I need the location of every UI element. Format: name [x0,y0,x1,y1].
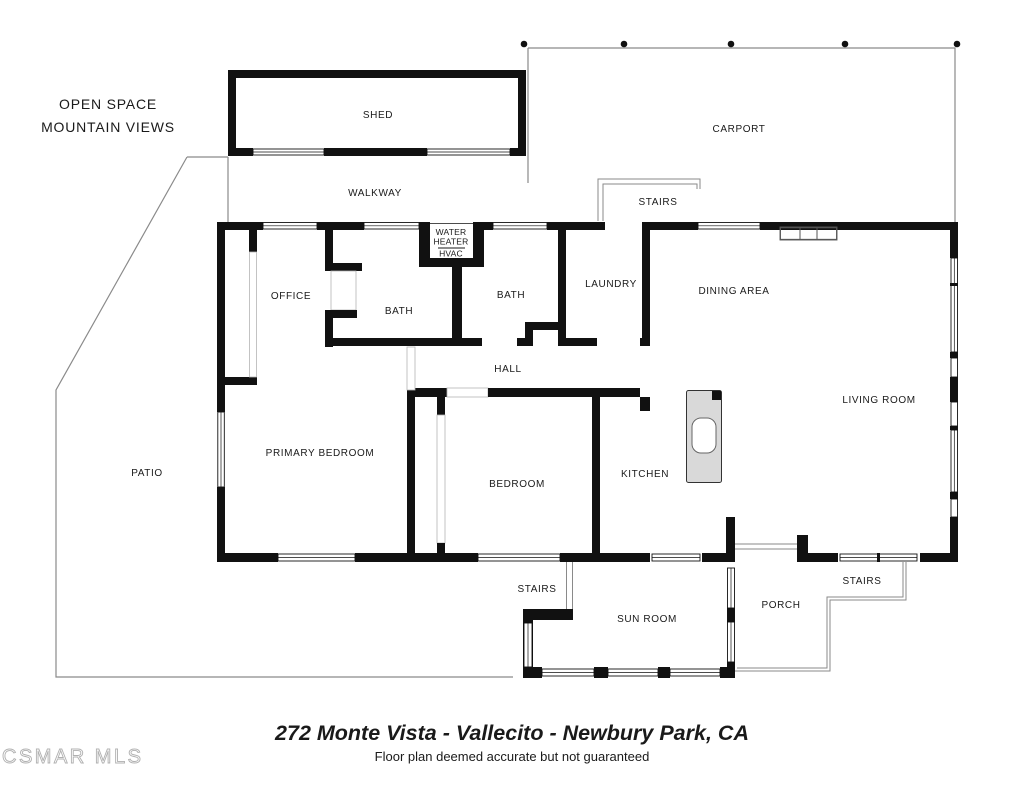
hall-cased-opening [446,387,489,398]
disclaimer-text: Floor plan deemed accurate but not guara… [375,749,650,764]
sun-room-walls [523,567,735,678]
carport-post [520,40,528,48]
window [950,401,958,427]
window [950,357,958,378]
room-label-stairs-carport: STAIRS [639,197,678,208]
house-top-wall [217,222,952,230]
bedroom-closet-front [436,414,446,544]
patio-outline [55,156,513,678]
carport-post [953,40,961,48]
house-bottom-wall [217,517,958,562]
porch-door-jamb-right [797,535,808,562]
kitchen-island [686,390,722,483]
room-label-office: OFFICE [271,291,311,302]
carport-roof-line [528,47,956,222]
carport-post [620,40,628,48]
room-label-stairs-sunroom: STAIRS [518,584,557,595]
room-label-hall: HALL [494,364,521,375]
stairs-rail-inner [602,183,698,221]
room-label-patio: PATIO [131,468,163,479]
carport-post [727,40,735,48]
room-label-walkway: WALKWAY [348,188,402,199]
room-label-bath-1: BATH [385,306,413,317]
carport-post [841,40,849,48]
island-cooktop [712,391,721,400]
window [950,498,958,518]
mountain-views-label: MOUNTAIN VIEWS [41,119,175,135]
open-space-label: OPEN SPACE [59,96,157,112]
primary-bedroom-door-opening [406,346,416,391]
water-heater-label-line2: HEATER [433,237,468,247]
room-label-shed: SHED [363,110,393,121]
fireplace [779,226,838,241]
stairs-rail-outer [597,178,701,221]
office-closet-front [249,251,257,378]
house-left-wall [217,222,257,562]
room-label-bath-2: BATH [497,290,525,301]
bath-walls [325,265,558,346]
room-label-carport: CARPORT [713,124,766,135]
room-label-laundry: LAUNDRY [585,279,637,290]
laundry-walls [558,222,650,346]
porch-steps-outline [735,562,907,672]
carport-stairs-outline [597,178,701,221]
page-title: 272 Monte Vista - Vallecito - Newbury Pa… [274,721,749,745]
kitchen-sink [691,417,717,454]
hall-and-bedroom-walls [406,346,650,557]
office-walls [249,222,362,378]
room-label-sun-room: SUN ROOM [617,614,677,625]
patio-boundary [55,156,513,678]
room-label-porch: PORCH [761,600,800,611]
hvac-label: HVAC [439,249,463,259]
room-label-dining-area: DINING AREA [698,286,769,297]
water-heater-closet [419,222,484,267]
office-door-opening [330,270,357,311]
room-label-primary-bedroom: PRIMARY BEDROOM [266,448,375,459]
mls-watermark: CSMAR MLS [2,746,143,768]
water-heater-label-line1: WATER [436,227,467,237]
porch-door-jamb-left [726,517,735,553]
sunroom-stairs-rails [566,562,573,609]
room-label-kitchen: KITCHEN [621,469,669,480]
room-label-stairs-porch: STAIRS [843,576,882,587]
room-label-living-room: LIVING ROOM [842,395,915,406]
shed-walls [228,70,526,156]
house-right-wall [950,222,958,562]
room-label-bedroom: BEDROOM [489,479,545,490]
carport-outline [520,40,961,222]
